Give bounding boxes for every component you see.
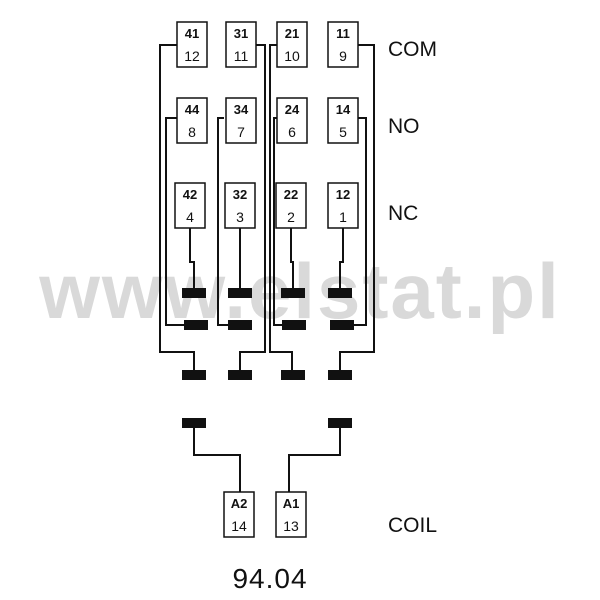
terminal-bottom-number: 6 [288,124,296,140]
pad-com-12 [182,370,206,380]
terminal-box: 24 6 [276,97,308,144]
terminal-top-number: 14 [336,102,351,117]
pad-coil-13 [328,418,352,428]
terminal-top-number: 34 [234,102,249,117]
terminal-box: A1 13 [275,491,307,538]
pad-nc-4 [182,288,206,298]
terminal-bottom-number: 13 [283,518,299,534]
contact-pads [182,288,354,428]
wire-nc-1 [339,228,344,290]
coil-terminals: A2 14 A1 13 [223,491,307,538]
terminal-bottom-number: 1 [339,209,347,225]
terminal-top-number: 41 [185,26,199,41]
pad-no-8 [184,320,208,330]
terminal-bottom-number: 9 [339,48,347,64]
com-label: COM [388,38,437,61]
wire-com-10 [269,44,293,374]
pad-nc-2 [281,288,305,298]
pad-nc-3 [228,288,252,298]
pad-com-9 [328,370,352,380]
coil-label: COIL [388,514,437,537]
pad-no-5 [330,320,354,330]
terminal-bottom-number: 11 [234,48,249,64]
pad-no-6 [282,320,306,330]
terminal-bottom-number: 3 [236,209,244,225]
pad-com-10 [281,370,305,380]
terminal-top-number: 42 [183,187,197,202]
terminal-top-number: 21 [285,26,299,41]
terminal-box: 31 11 [225,21,257,68]
com-terminals: 41 12 31 11 21 10 11 9 [176,21,359,68]
terminal-box: 14 5 [327,97,359,144]
terminal-box: 34 7 [225,97,257,144]
terminal-top-number: 44 [185,102,200,117]
terminal-box: 21 10 [276,21,308,68]
pad-coil-14 [182,418,206,428]
wire-no-8 [165,117,186,326]
terminal-box: 44 8 [176,97,208,144]
terminal-box: 41 12 [176,21,208,68]
no-label: NO [388,115,420,138]
terminal-top-number: A1 [283,496,300,511]
terminal-bottom-number: 14 [231,518,247,534]
nc-label: NC [388,202,418,225]
terminal-bottom-number: 10 [284,48,300,64]
wire-nc-2 [290,228,294,290]
terminal-bottom-number: 7 [237,124,245,140]
pad-no-7 [228,320,252,330]
wire-no-5 [352,117,367,326]
terminal-box: A2 14 [223,491,255,538]
pad-nc-1 [328,288,352,298]
terminal-box: 22 2 [275,182,307,229]
terminal-top-number: 22 [284,187,298,202]
terminal-bottom-number: 4 [186,209,194,225]
terminal-top-number: A2 [231,496,248,511]
wire-com-9 [339,44,375,374]
wire-no-7 [217,117,230,326]
model-number: 94.04 [232,563,307,594]
terminal-box: 12 1 [327,182,359,229]
terminal-bottom-number: 12 [184,48,200,64]
pad-com-11 [228,370,252,380]
wire-com-11 [239,44,266,374]
terminal-bottom-number: 8 [188,124,196,140]
wire-no-6 [273,117,284,326]
terminal-top-number: 11 [336,26,350,41]
wire-coil-a1 [288,428,341,492]
terminal-bottom-number: 5 [339,124,347,140]
wire-coil-a2 [193,428,241,492]
terminal-top-number: 24 [285,102,300,117]
wire-com-12 [159,44,195,374]
no-terminals: 44 8 34 7 24 6 14 5 [176,97,359,144]
terminal-top-number: 12 [336,187,350,202]
nc-terminals: 42 4 32 3 22 2 12 1 [174,182,359,229]
terminal-box: 32 3 [224,182,256,229]
terminal-top-number: 31 [234,26,248,41]
terminal-box: 42 4 [174,182,206,229]
wire-nc-4 [189,228,195,290]
terminal-bottom-number: 2 [287,209,295,225]
terminal-top-number: 32 [233,187,247,202]
terminal-box: 11 9 [327,21,359,68]
wiring [159,44,375,492]
